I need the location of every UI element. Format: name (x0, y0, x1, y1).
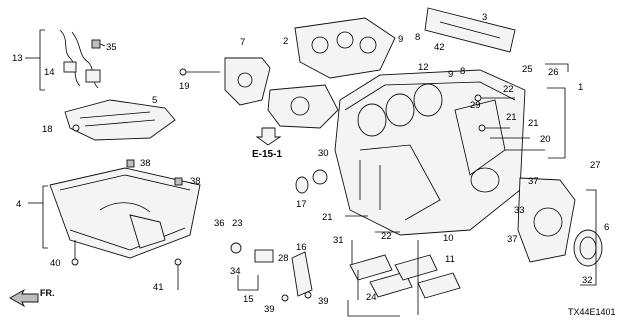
callout-19: 19 (179, 81, 190, 92)
callout-12: 12 (418, 62, 429, 73)
crankshaft-oil-seal (573, 229, 603, 267)
callout-13: 13 (12, 53, 23, 64)
callout-8a: 8 (415, 32, 420, 43)
callout-31: 31 (333, 235, 344, 246)
callout-9b: 9 (448, 69, 453, 80)
callout-14: 14 (44, 67, 55, 78)
callout-23: 23 (232, 218, 243, 229)
knock-sensor (295, 169, 328, 194)
rear-oil-seal-cover (517, 177, 576, 263)
water-pump-housing (267, 84, 339, 129)
sensor-bracket (281, 251, 313, 302)
reference-label[interactable]: E-15-1 (252, 149, 282, 160)
reference-arrow (255, 127, 282, 146)
callout-17: 17 (296, 199, 307, 210)
callout-32: 32 (582, 275, 593, 286)
callout-34: 34 (230, 266, 241, 277)
callout-18: 18 (42, 124, 53, 135)
callout-16: 16 (296, 242, 307, 253)
callout-9a: 9 (398, 34, 403, 45)
front-label: FR. (40, 288, 55, 298)
callout-21c: 21 (528, 118, 539, 129)
callout-6: 6 (604, 222, 609, 233)
callout-2: 2 (283, 36, 288, 47)
callout-3: 3 (482, 12, 487, 23)
callout-5: 5 (152, 95, 157, 106)
callout-37a: 37 (528, 176, 539, 187)
cylinder-block (334, 69, 526, 236)
callout-1: 1 (578, 82, 583, 93)
callout-38b: 38 (190, 176, 201, 187)
callout-35: 35 (106, 42, 117, 53)
oil-pan (28, 159, 201, 290)
callout-15: 15 (243, 294, 254, 305)
callout-bracket-6 (580, 189, 597, 286)
callout-28: 28 (278, 253, 289, 264)
main-bearing-caps (349, 240, 461, 300)
callout-39b: 39 (318, 296, 329, 307)
callout-24: 24 (366, 292, 377, 303)
intake-gasket (294, 17, 396, 79)
callout-26: 26 (548, 67, 559, 78)
callout-bracket-1 (547, 87, 566, 159)
engine-under-cover (64, 99, 176, 141)
callout-11: 11 (445, 254, 455, 265)
diagram-code: TX44E1401 (568, 307, 616, 317)
callout-22a: 22 (503, 84, 514, 95)
callout-29: 29 (470, 100, 481, 111)
callout-27: 27 (590, 160, 601, 171)
callout-40: 40 (50, 258, 61, 269)
wire-harness-group (25, 29, 106, 91)
callout-7: 7 (240, 37, 245, 48)
callout-25: 25 (522, 64, 533, 75)
callout-33: 33 (514, 205, 525, 216)
callout-bracket-24 (347, 300, 400, 317)
callout-39a: 39 (264, 304, 275, 315)
callout-8b: 8 (460, 66, 465, 77)
front-direction-arrow (9, 288, 39, 308)
callout-22b: 22 (381, 231, 392, 242)
block-bolts (345, 94, 545, 233)
callout-bracket-15 (237, 275, 259, 291)
callout-21a: 21 (322, 212, 333, 223)
callout-42: 42 (434, 42, 445, 53)
oil-pressure-sensor (230, 242, 274, 263)
top-oil-rail (424, 7, 516, 53)
callout-38a: 38 (140, 158, 151, 169)
callout-10: 10 (443, 233, 454, 244)
callout-20: 20 (540, 134, 551, 145)
callout-21b: 21 (506, 112, 517, 123)
callout-30: 30 (318, 148, 329, 159)
callout-bracket-26 (545, 63, 569, 72)
callout-4: 4 (16, 199, 21, 210)
callout-36: 36 (214, 218, 225, 229)
callout-37b: 37 (507, 234, 518, 245)
engine-mount-bracket (179, 57, 271, 106)
callout-41: 41 (153, 282, 164, 293)
